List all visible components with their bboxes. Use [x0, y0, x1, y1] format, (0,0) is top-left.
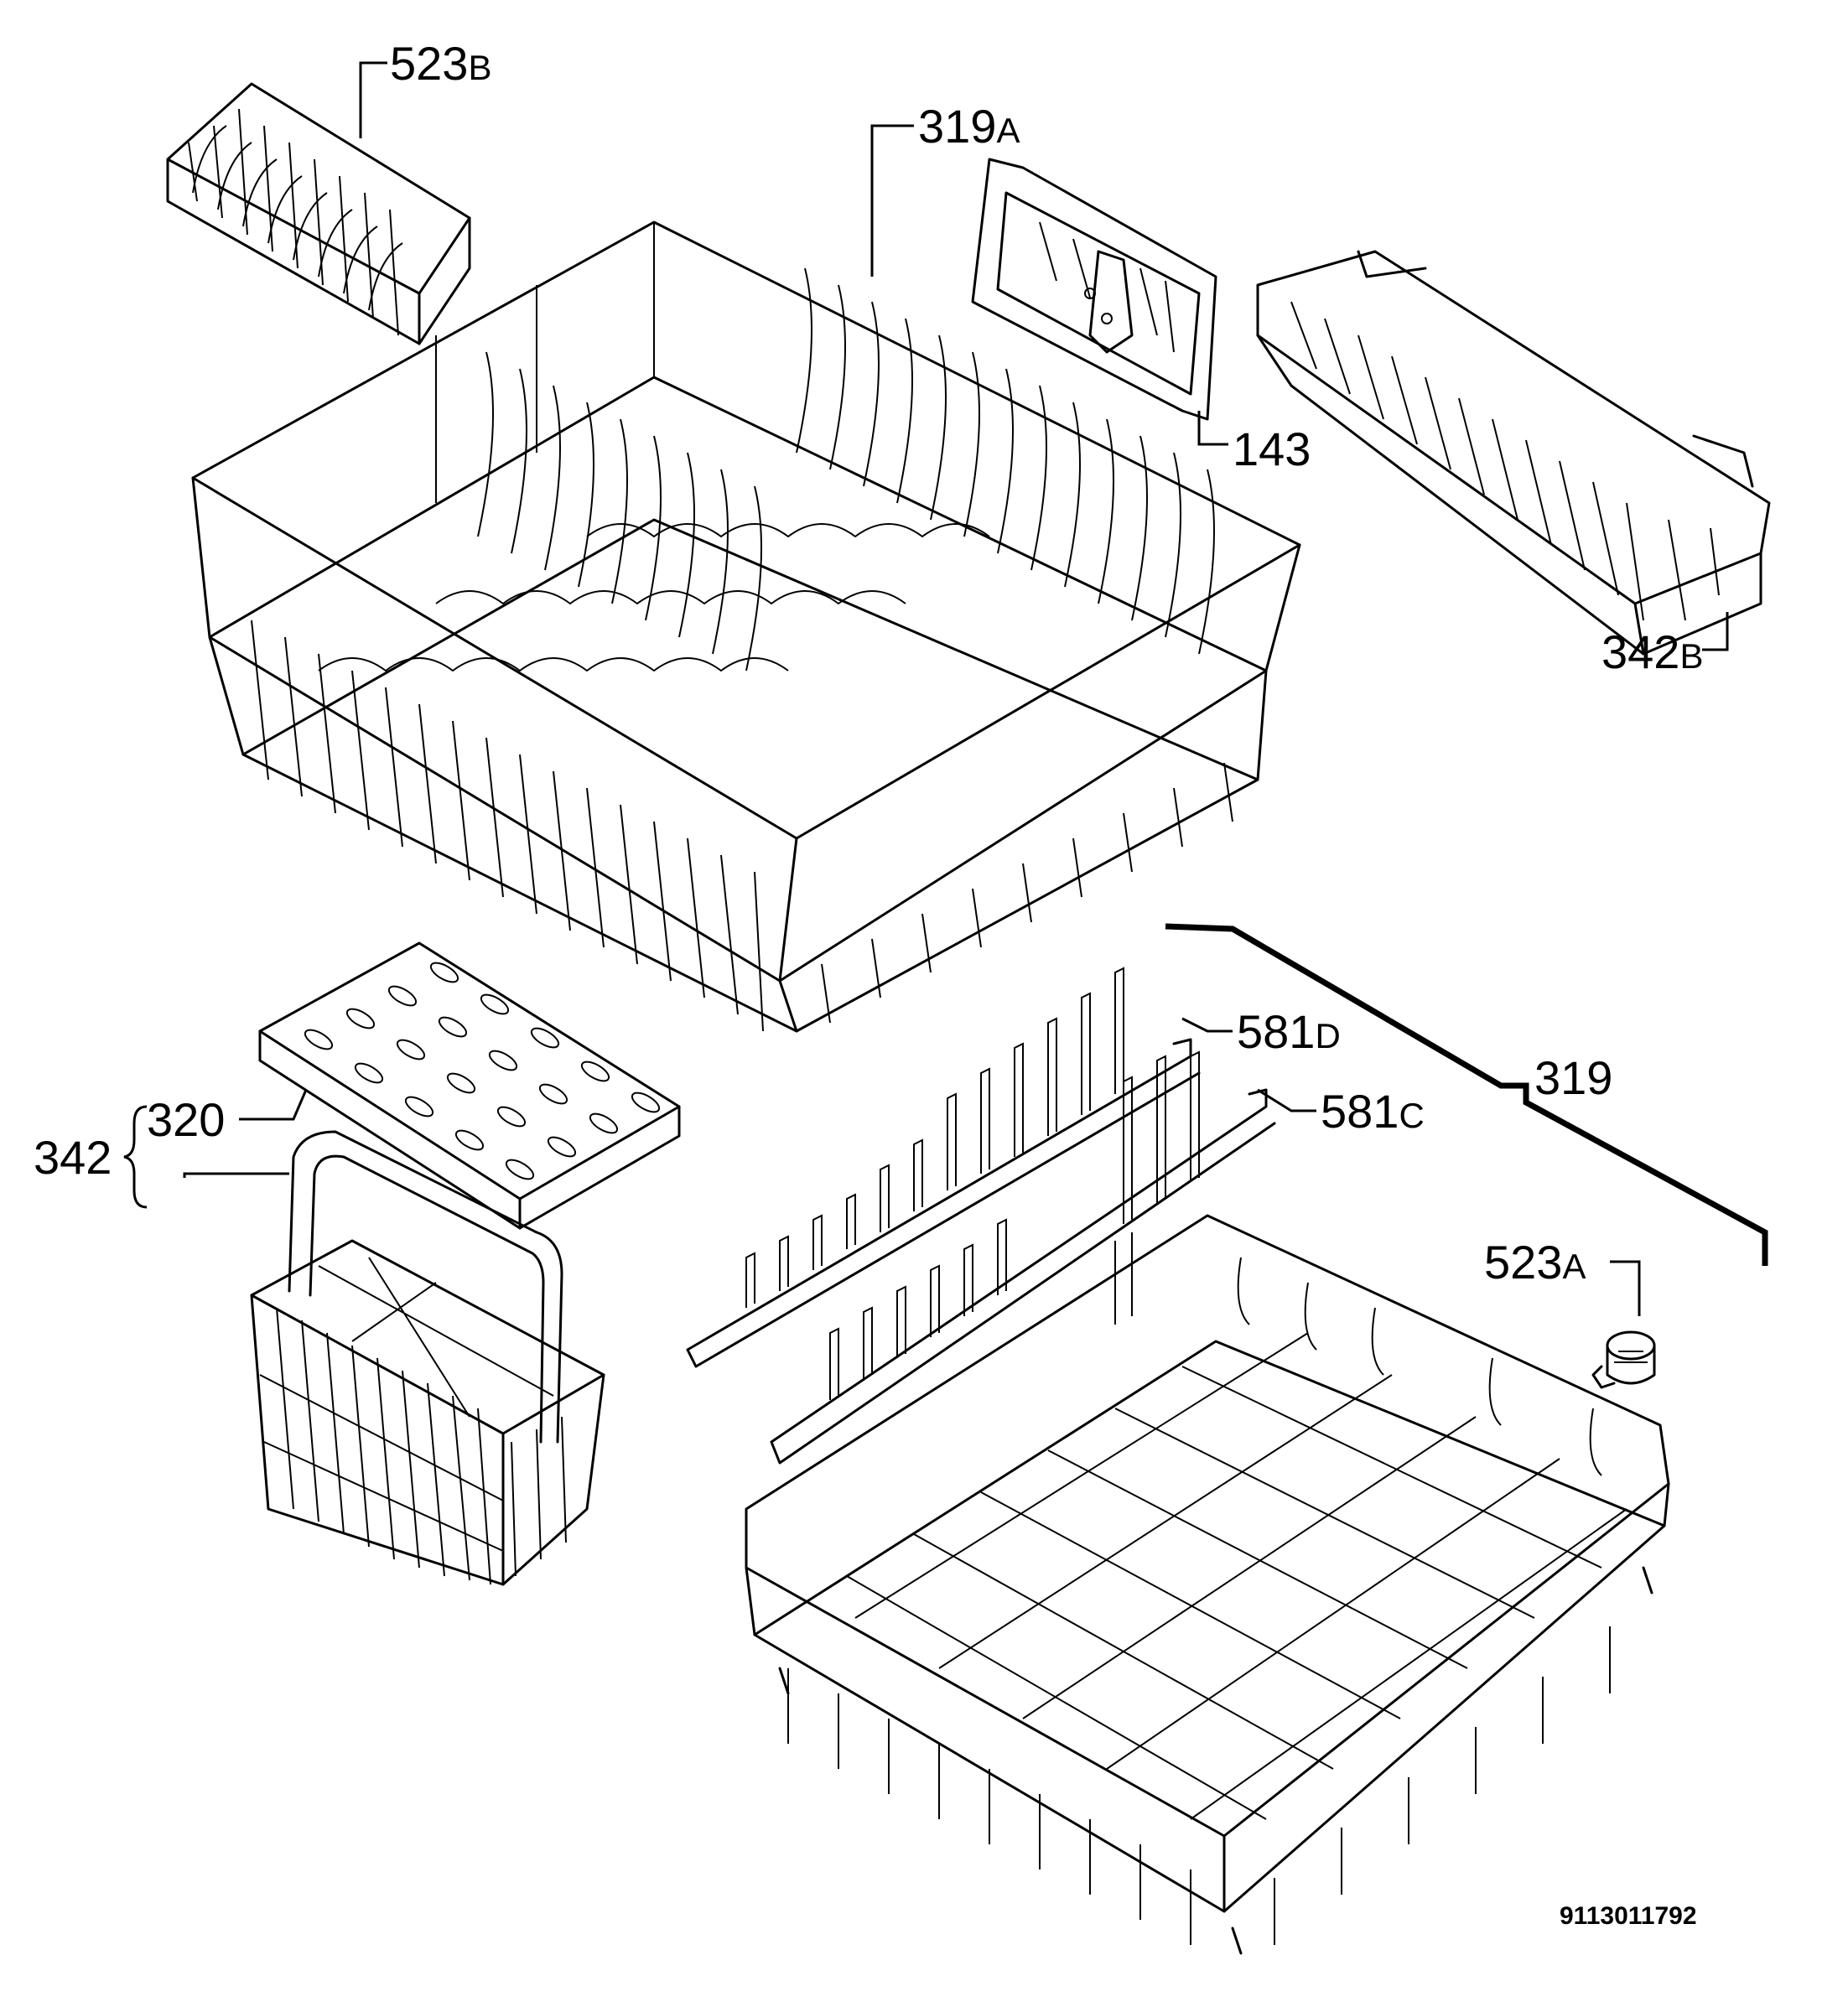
leader-342b — [1702, 612, 1729, 651]
label-342: 342 — [34, 1131, 112, 1184]
brace-342 — [123, 1105, 148, 1209]
part-320-basket-grid — [258, 941, 681, 1230]
label-581d: 581D — [1237, 1005, 1341, 1058]
leader-342 — [183, 1172, 289, 1178]
label-523a: 523A — [1484, 1236, 1586, 1289]
part-523b-cup-rack — [166, 82, 471, 345]
leader-320 — [239, 1089, 308, 1121]
leader-319-bar — [1165, 923, 1768, 1266]
label-319a: 319A — [918, 100, 1020, 153]
label-342b: 342B — [1601, 625, 1703, 678]
part-319a-upper-rack — [191, 220, 1301, 1033]
drawing-code: 9113011792 — [1560, 1902, 1697, 1930]
part-523a-wheel — [1591, 1330, 1656, 1389]
label-581c: 581C — [1321, 1085, 1425, 1138]
leader-523a — [1610, 1260, 1641, 1316]
label-320: 320 — [147, 1093, 225, 1146]
part-342b-side-tray — [1256, 250, 1771, 656]
label-143: 143 — [1233, 423, 1311, 475]
leader-523b — [359, 61, 387, 138]
leader-319a — [870, 124, 914, 277]
part-581c-tine-row — [770, 1050, 1276, 1465]
label-319: 319 — [1534, 1051, 1612, 1104]
label-523b: 523B — [390, 37, 491, 90]
part-319-lower-rack — [745, 1214, 1670, 1955]
leader-581d — [1181, 1017, 1233, 1033]
part-143-rail-bracket — [971, 158, 1217, 421]
leader-143 — [1197, 411, 1228, 446]
part-342-cutlery-basket — [250, 1130, 605, 1586]
part-581d-tine-row — [686, 967, 1201, 1368]
leader-581c — [1257, 1088, 1316, 1112]
